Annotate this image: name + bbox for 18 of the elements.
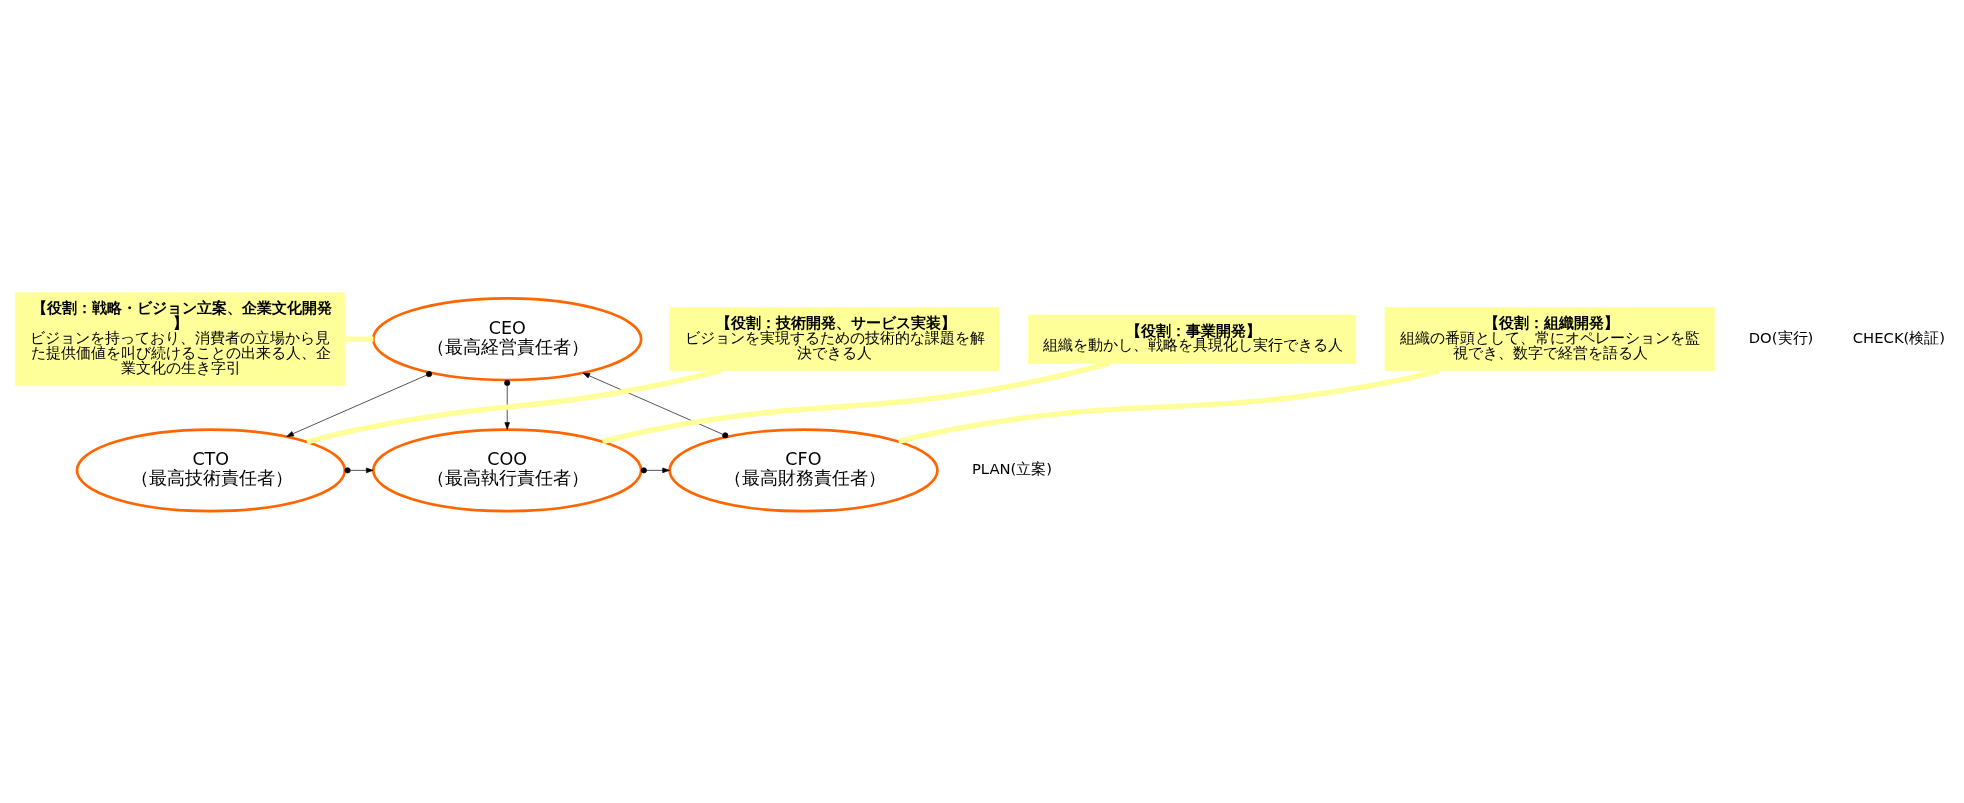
node-box: 【役割：事業開発】 組織を動かし、戦略を具現化し実行できる人 xyxy=(1027,314,1356,364)
node-box: 【役割：組織開発】 組織の番頭として、常にオペレーションを監視でき、数字で経営を語る人 xyxy=(1384,306,1715,371)
arrow xyxy=(582,372,728,438)
node-box: 【役割：技術開発、サービス実装】 ビジョンを実現するための技術的な課題を解決できる人 xyxy=(669,306,999,371)
node-box: 【役割：戦略・ビジョン立案、企業文化開発】 ビジョンを持っており、消費者の立場から見た提供価値を叫び続けることの出来る人、企業文化の生き字引 xyxy=(14,291,345,386)
node-ellipse: COO （最高執行責任者） xyxy=(371,427,642,513)
arrow xyxy=(503,379,510,430)
label: DO(実行) xyxy=(1748,328,1813,346)
label: PLAN(立案) xyxy=(971,459,1052,477)
connector xyxy=(344,335,373,342)
arrow xyxy=(640,466,670,473)
arrow xyxy=(285,370,432,437)
connector xyxy=(897,367,1440,444)
connector xyxy=(601,360,1110,444)
label: CHECK(検証) xyxy=(1852,328,1945,346)
arrow xyxy=(344,466,373,473)
node-ellipse: CFO （最高財務責任者） xyxy=(667,427,939,513)
connector xyxy=(305,367,721,444)
